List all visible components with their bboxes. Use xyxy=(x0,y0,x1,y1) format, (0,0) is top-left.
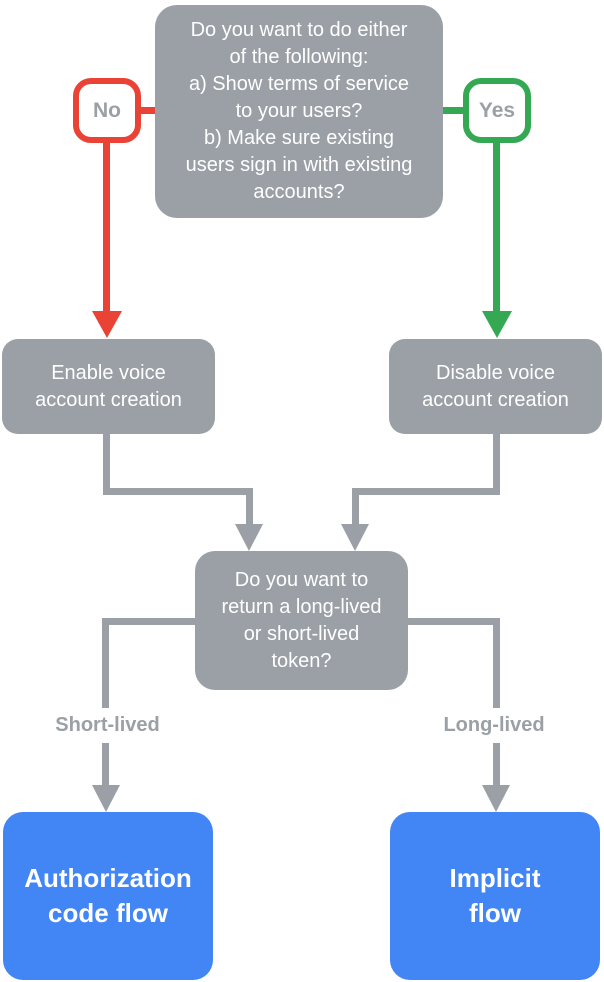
no-badge: No xyxy=(73,78,141,143)
gray-arrow-down-icon xyxy=(341,524,369,551)
disable-connector-drop-line xyxy=(352,488,359,526)
gray-arrow-down-icon xyxy=(235,524,263,551)
short-lived-vertical-line xyxy=(102,618,109,787)
authorization-code-flow-node: Authorization code flow xyxy=(3,812,213,980)
yes-branch-horizontal-line xyxy=(441,107,465,114)
disable-connector-horizontal-line xyxy=(352,488,500,495)
disable-voice-account-creation-node: Disable voice account creation xyxy=(389,339,602,434)
question-node-terms-of-service: Do you want to do either of the followin… xyxy=(155,5,443,218)
short-lived-label: Short-lived xyxy=(23,708,192,743)
question-node-token-lifetime: Do you want to return a long-lived or sh… xyxy=(195,551,408,690)
disable-connector-vertical-line xyxy=(493,434,500,495)
yes-badge: Yes xyxy=(463,78,531,143)
short-lived-horizontal-line xyxy=(102,618,195,625)
green-arrow-down-icon xyxy=(482,311,512,338)
enable-connector-horizontal-line xyxy=(103,488,253,495)
yes-branch-vertical-line xyxy=(493,140,500,313)
no-branch-horizontal-line xyxy=(139,107,157,114)
enable-voice-account-creation-node: Enable voice account creation xyxy=(2,339,215,434)
gray-arrow-down-icon xyxy=(92,785,120,812)
red-arrow-down-icon xyxy=(92,311,122,338)
no-branch-vertical-line xyxy=(103,140,110,313)
long-lived-label: Long-lived xyxy=(410,708,578,743)
long-lived-horizontal-line xyxy=(408,618,500,625)
gray-arrow-down-icon xyxy=(482,785,510,812)
long-lived-vertical-line xyxy=(493,618,500,787)
implicit-flow-node: Implicit flow xyxy=(390,812,600,980)
enable-connector-vertical-line xyxy=(103,434,110,495)
enable-connector-drop-line xyxy=(246,488,253,526)
